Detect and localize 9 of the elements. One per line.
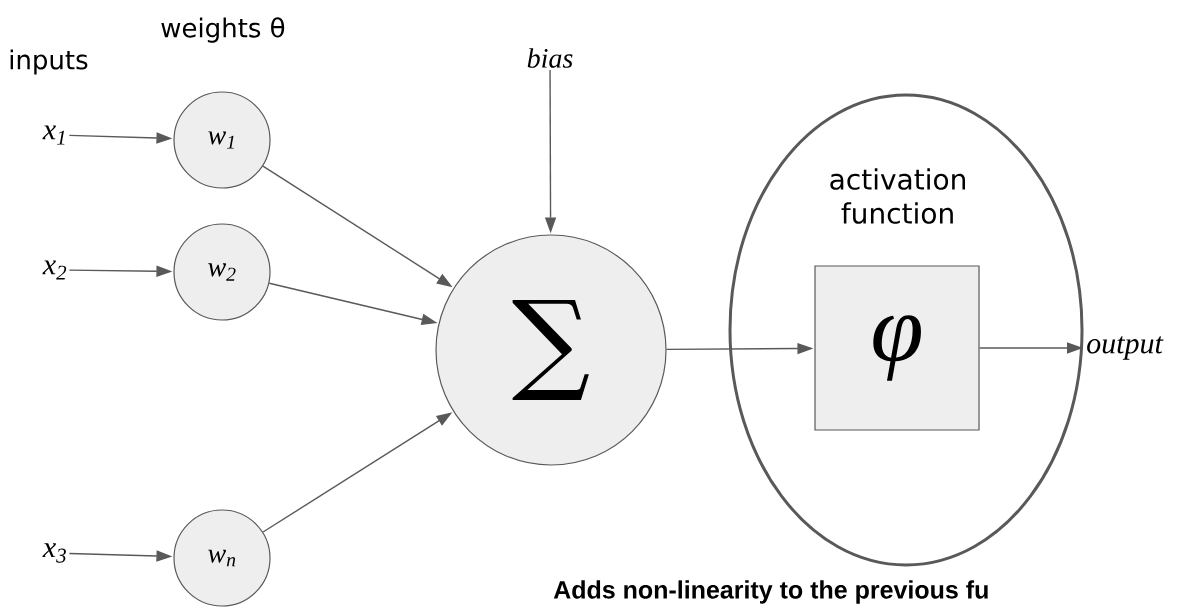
input-variable: x$_{3}$ (42, 543, 66, 563)
input-variable: x$_{1}$ (42, 125, 65, 145)
note-text: Adds non-linearity to the previous fu (553, 580, 988, 604)
activation-box: φ (814, 265, 980, 431)
bias-label: bias (527, 48, 573, 68)
output-label: output (1087, 336, 1164, 360)
heading-label: inputs (10, 49, 88, 75)
heading-label: weights θ (161, 17, 285, 43)
input-variable: x$_{2}$ (42, 260, 67, 280)
